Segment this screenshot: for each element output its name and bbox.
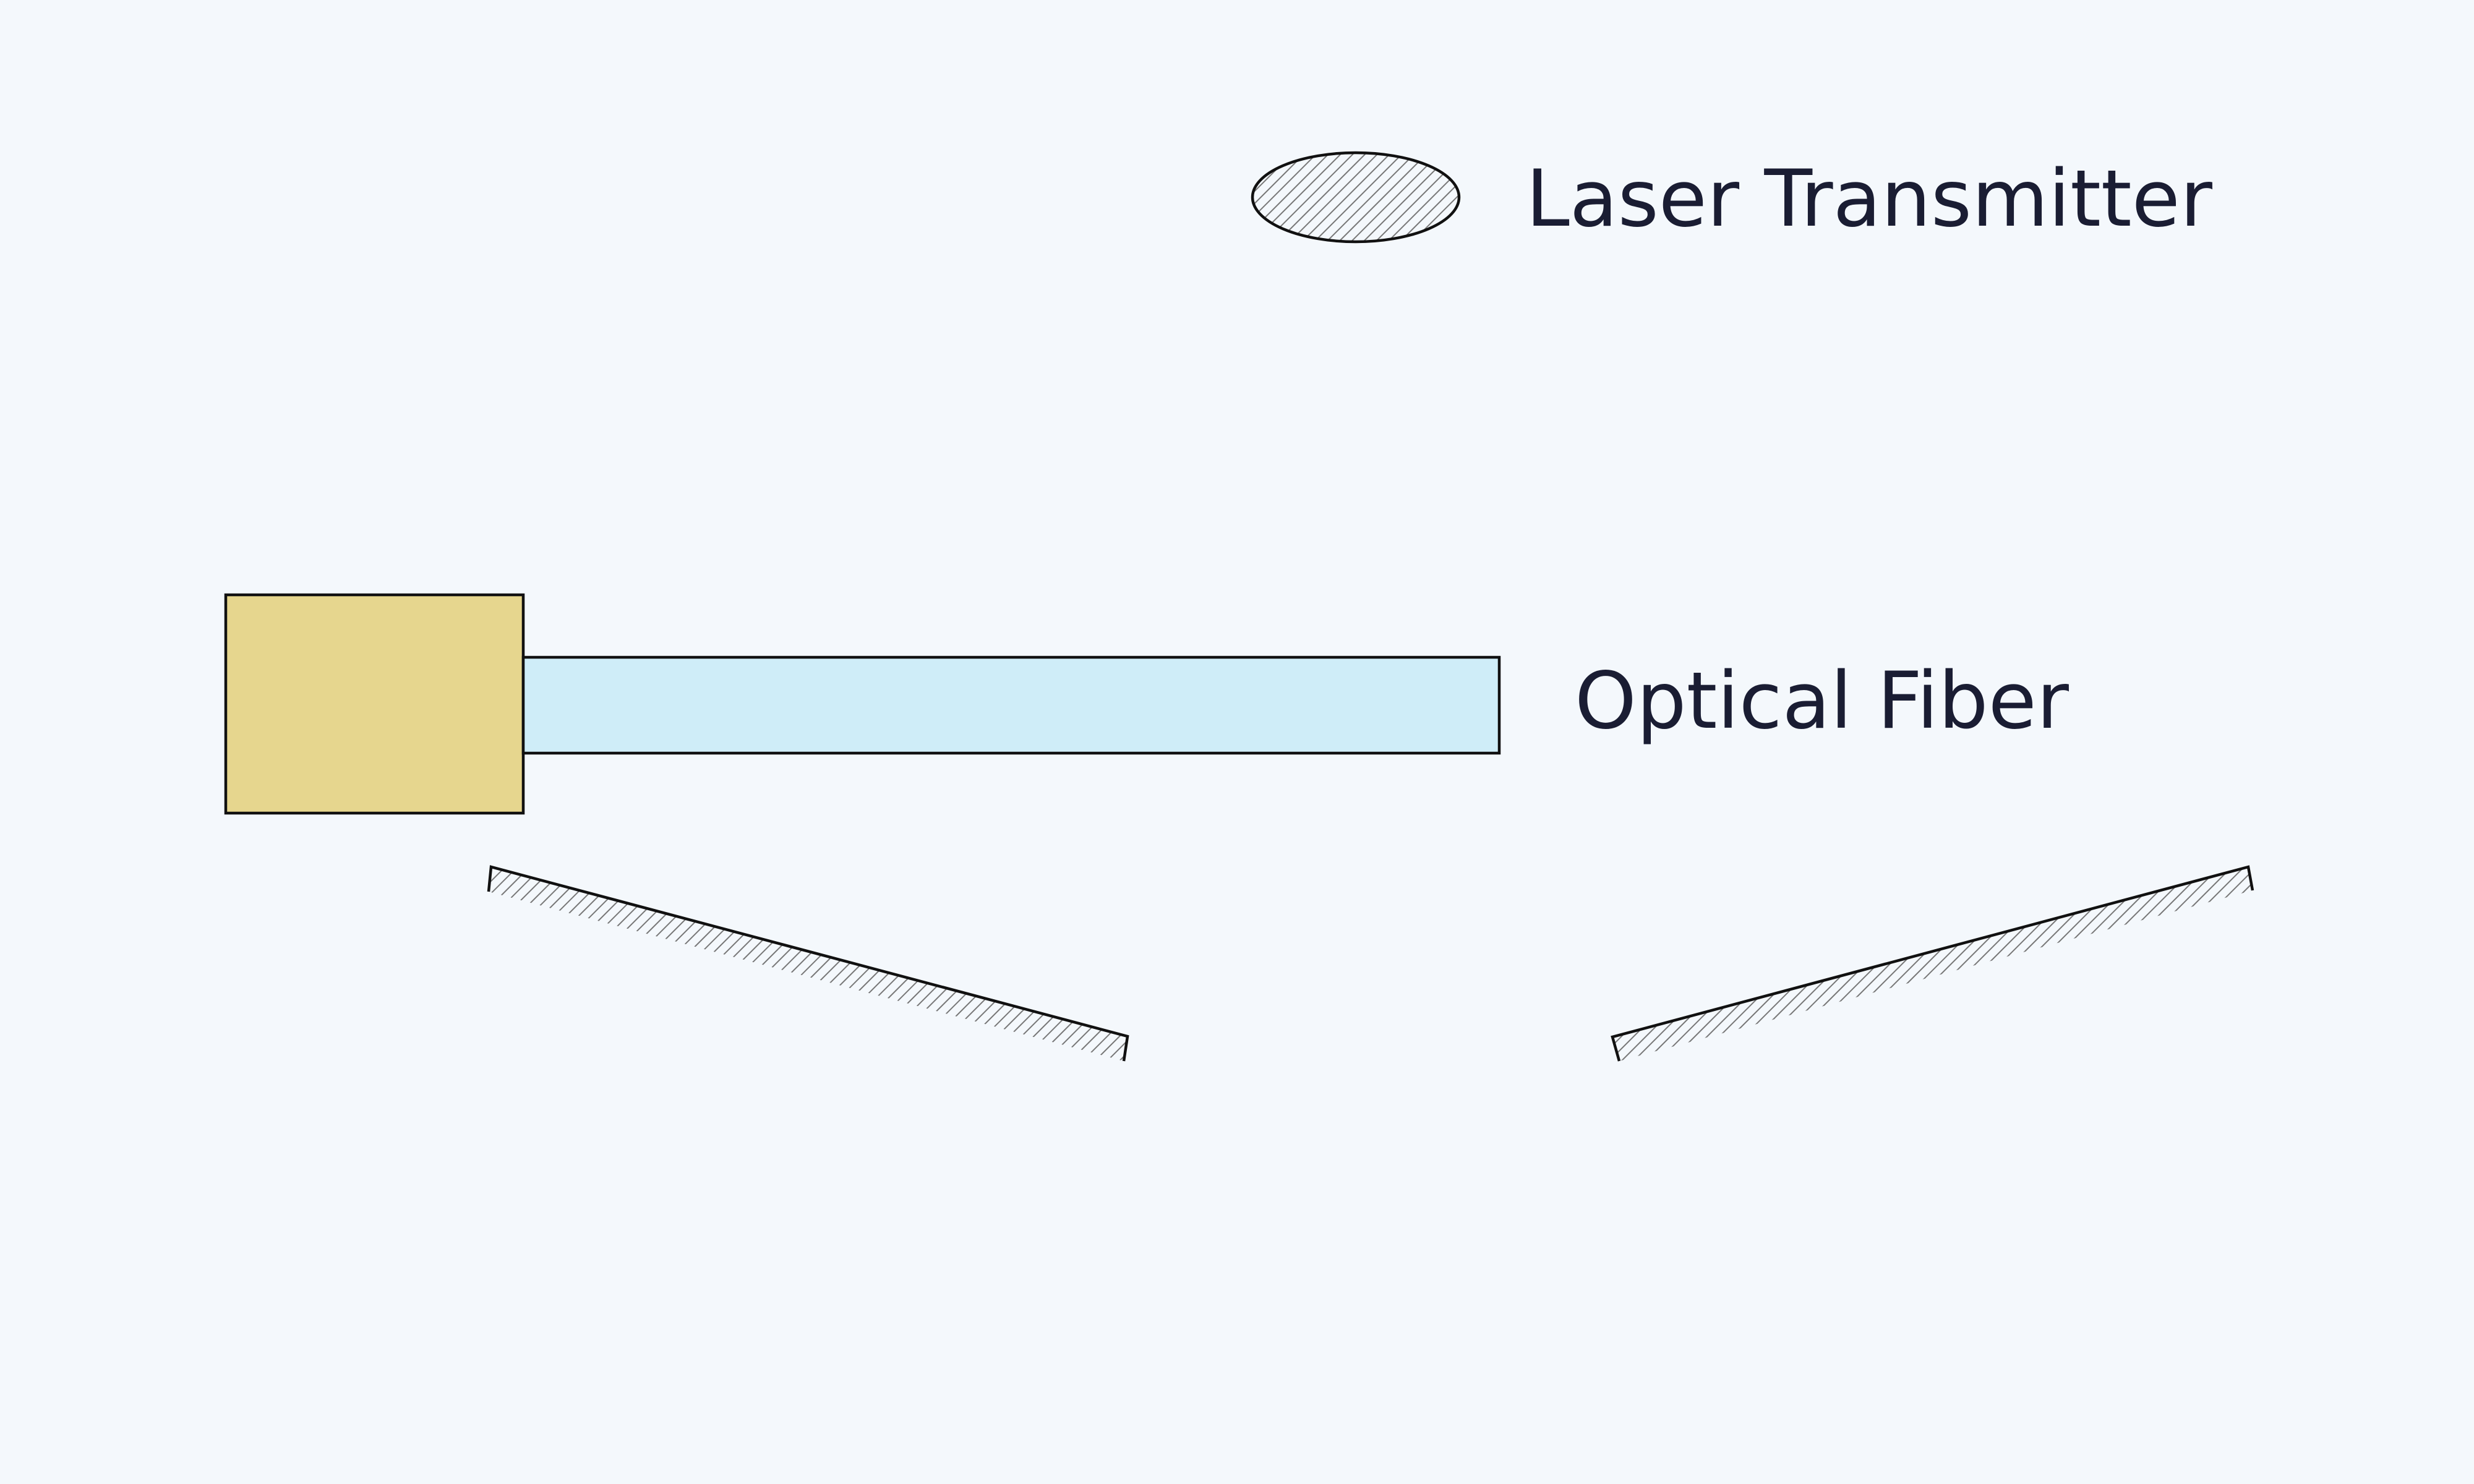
left-mirror-edge — [487, 865, 1129, 1062]
laser-transmitter-label: Laser Transmitter — [1526, 153, 2213, 244]
laser-transmitter-symbol — [1251, 151, 1461, 244]
right-mirror — [1612, 867, 2253, 1061]
optical-fiber — [521, 655, 1501, 755]
right-mirror-edge — [1611, 865, 2254, 1062]
optical-fiber-label: Optical Fiber — [1575, 655, 2070, 746]
transmitter-box — [224, 593, 525, 815]
left-mirror — [489, 867, 1128, 1061]
